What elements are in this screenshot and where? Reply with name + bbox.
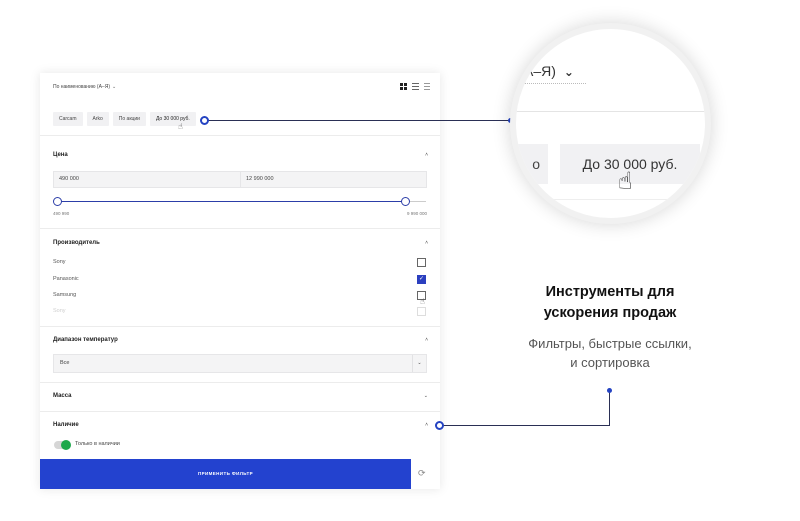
mass-title[interactable]: Масса [53, 393, 72, 399]
brand-title[interactable]: Производитель [53, 240, 100, 246]
brand-label: Sony [53, 308, 66, 314]
chevron-up-icon[interactable]: ˄ [425, 337, 428, 343]
availability-toggle[interactable] [54, 440, 71, 450]
feature-title: Инструменты для ускорения продаж [500, 282, 720, 324]
connector-dot [200, 116, 209, 125]
brand-checkbox[interactable] [417, 291, 426, 300]
chevron-up-icon[interactable]: ˄ [425, 422, 428, 428]
brand-label: Samsung [53, 292, 77, 298]
feature-title-line: Инструменты для [545, 284, 675, 300]
chevron-down-icon: ⌄ [112, 84, 117, 90]
sort-bar: По наименованию (А–Я)⌄ Carcam Arko По ак… [40, 73, 440, 135]
feature-desc-line: и сортировка [570, 355, 650, 370]
price-slider-max-handle[interactable] [401, 197, 410, 206]
divider [516, 111, 705, 112]
price-range-max: 9 990 000 [406, 211, 427, 216]
feature-title-line: ускорения продаж [543, 305, 677, 321]
chevron-down-icon[interactable]: ⌄ [423, 393, 428, 399]
price-range-min: 490 990 [53, 211, 70, 216]
list-view-icon[interactable] [412, 83, 419, 90]
chip-under-30000[interactable]: До 30 000 руб. [149, 112, 196, 126]
brand-checkbox[interactable] [417, 258, 426, 267]
connector-dot [607, 388, 612, 393]
divider [40, 228, 440, 229]
sort-select-label: По наименованию (А–Я) [53, 84, 110, 90]
brand-label: Sony [53, 259, 66, 265]
chip-promo[interactable]: По акции [112, 112, 146, 126]
sort-select[interactable]: По наименованию (А–Я)⌄ [53, 84, 116, 90]
chip-carcam[interactable]: Carcam [53, 112, 83, 126]
hand-cursor-icon: ☝ [618, 168, 633, 195]
hand-cursor-icon: ☝ [420, 297, 425, 306]
dotted-underline [524, 83, 586, 84]
chevron-up-icon[interactable]: ˄ [425, 240, 428, 246]
compact-list-icon[interactable] [424, 83, 430, 90]
divider [40, 382, 440, 383]
availability-toggle-label: Только в наличии [75, 441, 120, 447]
magnified-sort: А–Я) ⌄ [524, 63, 574, 79]
connector-dot [435, 421, 444, 430]
brand-checkbox[interactable] [417, 307, 426, 316]
price-title[interactable]: Цена [53, 152, 68, 158]
availability-title[interactable]: Наличие [53, 422, 79, 428]
connector-line [609, 390, 610, 426]
price-slider-track[interactable] [57, 201, 406, 202]
filter-panel: По наименованию (А–Я)⌄ Carcam Arko По ак… [40, 73, 440, 489]
brand-label: Panasonic [53, 276, 79, 282]
connector-line [206, 120, 510, 121]
divider [536, 199, 696, 200]
price-min-input[interactable]: 490 000 [53, 171, 241, 188]
chip-arko[interactable]: Arko [86, 112, 109, 126]
temperature-title[interactable]: Диапазон температур [53, 337, 118, 343]
price-max-input[interactable]: 12 990 000 [240, 171, 427, 188]
divider [40, 326, 440, 327]
divider [40, 135, 440, 136]
price-slider-min-handle[interactable] [53, 197, 62, 206]
chevron-down-icon[interactable]: ⌄ [412, 355, 426, 372]
connector-line [443, 425, 610, 426]
hand-cursor-icon: ☝ [178, 122, 183, 131]
temperature-select[interactable]: Все ⌄ [53, 354, 427, 373]
apply-filter-button[interactable]: ПРИМЕНИТЬ ФИЛЬТР [40, 459, 411, 489]
feature-description: Фильтры, быстрые ссылки, и сортировка [500, 334, 720, 372]
reset-icon[interactable]: ⟳ [418, 468, 426, 478]
chevron-up-icon[interactable]: ˄ [425, 152, 428, 158]
feature-desc-line: Фильтры, быстрые ссылки, [528, 336, 692, 351]
temperature-select-value: Все [60, 360, 70, 366]
magnified-sort-label: А–Я) [524, 63, 556, 79]
view-switcher [400, 83, 430, 90]
quick-links: Carcam Arko По акции До 30 000 руб. [53, 112, 196, 126]
brand-checkbox-checked[interactable]: ✓ [417, 275, 426, 284]
magnifier: А–Я) ⌄ о До 30 000 руб. ☝ [510, 23, 711, 224]
magnified-chip: До 30 000 руб. [560, 144, 700, 184]
chevron-down-icon: ⌄ [563, 65, 574, 79]
divider [40, 411, 440, 412]
toggle-knob [61, 440, 71, 450]
price-slider-rest [406, 201, 426, 202]
magnified-chip-partial: о [516, 144, 548, 184]
grid-view-icon[interactable] [400, 83, 407, 90]
